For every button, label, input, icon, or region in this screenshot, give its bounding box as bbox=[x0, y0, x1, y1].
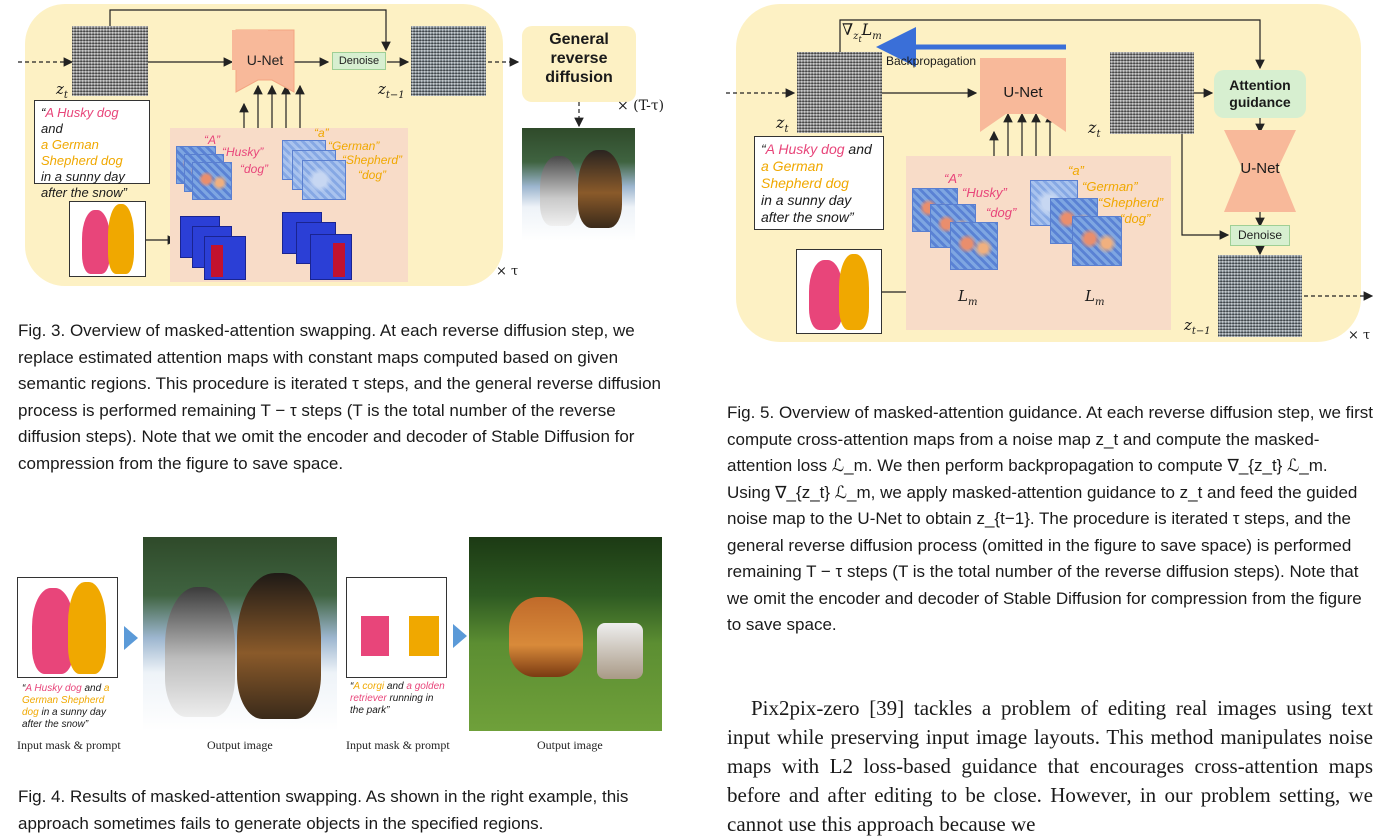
fig3-caption: Fig. 3. Overview of masked-attention swa… bbox=[18, 321, 661, 473]
fig3-attn-label-dog2: “dog” bbox=[358, 168, 387, 182]
fig4-mask-2 bbox=[346, 577, 447, 678]
fig3-times-tau: × τ bbox=[496, 264, 519, 279]
fig3-attn-map-6 bbox=[302, 160, 346, 200]
fig4-prompt-2: “A corgi and a golden retriever running … bbox=[350, 681, 445, 716]
fig5-denoise: Denoise bbox=[1230, 225, 1290, 246]
fig4-output-2 bbox=[469, 537, 662, 731]
fig5-unet1-label: U-Net bbox=[1003, 84, 1043, 101]
fig5-loss-2: Lm bbox=[1085, 287, 1105, 308]
fig3-attn-map-3 bbox=[192, 162, 232, 200]
fig5-attn-label-husky: “Husky” bbox=[962, 185, 1007, 200]
fig5-label-ztm1: zt−1 bbox=[1184, 316, 1211, 337]
fig5-attn-label-dog2: “dog” bbox=[1120, 211, 1151, 226]
fig5-noise-zt-1 bbox=[1218, 255, 1302, 337]
fig4-arrow-2 bbox=[453, 624, 467, 648]
fig5-unet2-label: U-Net bbox=[1240, 160, 1280, 177]
fig3-mask bbox=[69, 201, 146, 277]
fig5-attn-map-3 bbox=[950, 222, 998, 270]
fig3-const-map-3 bbox=[204, 236, 246, 280]
fig4-arrow-1 bbox=[124, 626, 138, 650]
fig3-denoise: Denoise bbox=[332, 52, 386, 70]
fig4-output-1 bbox=[143, 537, 337, 731]
fig5-attn-label-german: “German” bbox=[1082, 179, 1138, 194]
fig3-attn-label-husky: “Husky” bbox=[222, 145, 264, 159]
fig3-noise-zt bbox=[72, 26, 148, 96]
fig5-times-tau: × τ bbox=[1348, 328, 1371, 343]
fig4-label-mask-1: Input mask & prompt bbox=[17, 738, 121, 752]
fig3-attn-label-german: “German” bbox=[328, 139, 380, 153]
fig5-mask bbox=[796, 249, 882, 334]
fig5-attn-label-shepherd: “Shepherd” bbox=[1098, 195, 1164, 210]
fig3-attn-label-dog1: “dog” bbox=[240, 162, 269, 176]
fig4-caption: Fig. 4. Results of masked-attention swap… bbox=[18, 787, 629, 833]
fig4-label-mask-2: Input mask & prompt bbox=[346, 738, 450, 752]
fig4-label-out-1: Output image bbox=[207, 738, 273, 752]
fig5-noise-zt-right bbox=[1110, 52, 1194, 134]
fig3-attn-label-shepherd: “Shepherd” bbox=[342, 153, 403, 167]
fig5-prompt: “A Husky dog and a German Shepherd dog i… bbox=[754, 136, 884, 230]
fig3-attn-label-a: “A” bbox=[204, 133, 220, 147]
fig3-label-ztm1: zt−1 bbox=[378, 80, 405, 101]
fig5-label-zt-right: zt bbox=[1088, 118, 1101, 141]
fig5-loss-1: Lm bbox=[958, 287, 978, 308]
fig5-noise-zt-left bbox=[797, 52, 882, 133]
fig3-times-t-tau: × (T-τ) bbox=[617, 98, 665, 114]
fig4-prompt-1: “A Husky dog and a German Shepherd dog i… bbox=[22, 683, 110, 730]
fig3-const-map-6 bbox=[310, 234, 352, 280]
fig3-output-image bbox=[522, 128, 635, 241]
fig3-label-zt: zt bbox=[56, 80, 68, 101]
fig3-unet-label: U-Net bbox=[246, 52, 284, 68]
fig3-general-reverse: General reverse diffusion bbox=[522, 26, 636, 102]
fig3-attn-label-a2: “a” bbox=[314, 126, 329, 140]
fig5-label-zt-left: zt bbox=[776, 113, 789, 136]
fig5-attention-guidance: Attention guidance bbox=[1214, 70, 1306, 118]
fig5-attn-label-a2: “a” bbox=[1068, 163, 1084, 178]
fig5-caption: Fig. 5. Overview of masked-attention gui… bbox=[727, 403, 1374, 634]
fig3-prompt: “A Husky dog and a German Shepherd dog i… bbox=[34, 100, 150, 200]
fig4-label-out-2: Output image bbox=[537, 738, 603, 752]
fig5-attn-map-6 bbox=[1072, 216, 1122, 266]
fig3-noise-zt-1 bbox=[411, 26, 486, 96]
body-paragraph: Pix2pix-zero [39] tackles a problem of e… bbox=[727, 696, 1373, 836]
fig5-attn-label-a: “A” bbox=[944, 171, 962, 186]
fig5-attn-label-dog1: “dog” bbox=[986, 205, 1017, 220]
fig4-mask-1 bbox=[17, 577, 118, 678]
fig5-gradient-label: ∇ztLm bbox=[842, 20, 882, 45]
fig5-backprop-label: Backpropagation bbox=[886, 54, 977, 68]
